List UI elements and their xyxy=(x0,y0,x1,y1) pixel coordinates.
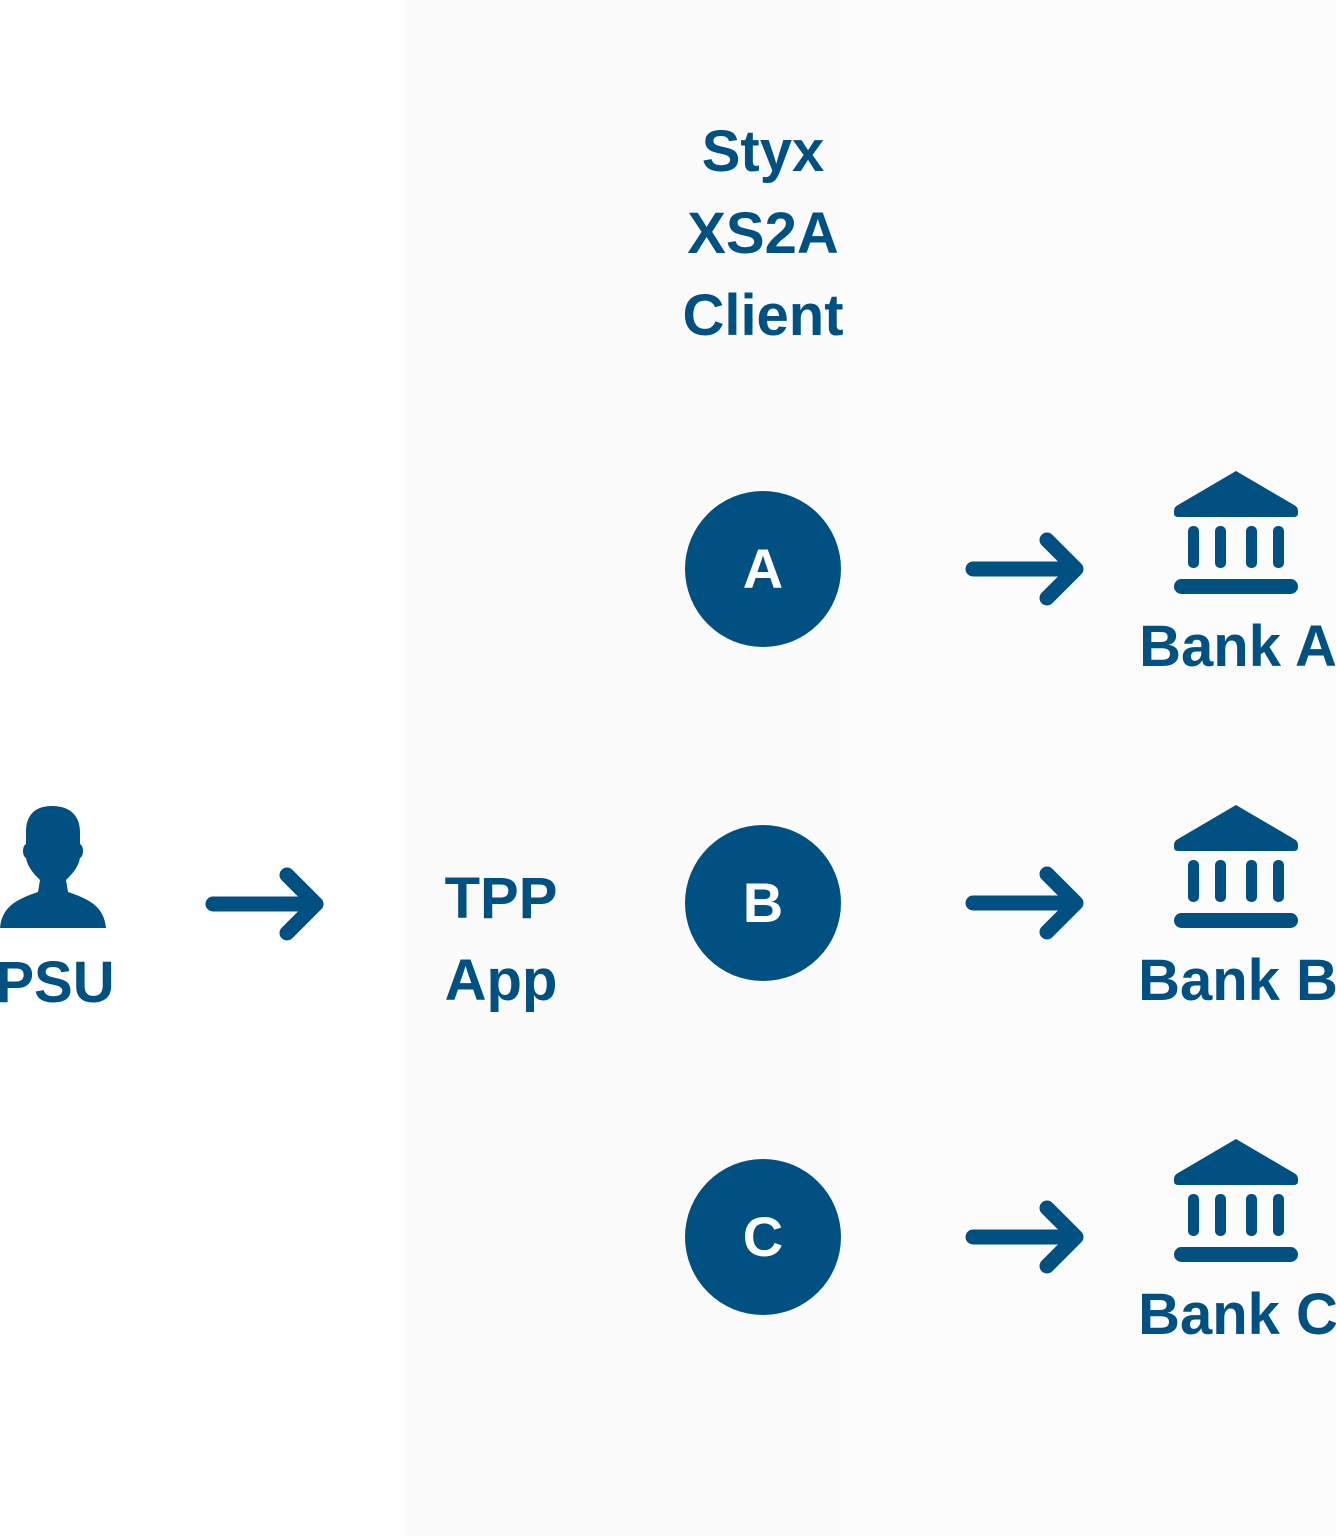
bank-c-label: Bank C xyxy=(1138,1282,1336,1347)
bank-icon xyxy=(1174,1139,1298,1262)
connector-circle-b: B xyxy=(685,825,841,981)
title-line: Client xyxy=(682,283,844,348)
bank-icon xyxy=(1174,805,1298,928)
arrow-right-icon xyxy=(965,1200,1084,1274)
tpp-app-label: TPP App xyxy=(381,858,621,1022)
psu-label: PSU xyxy=(0,950,115,1015)
bank-a-label: Bank A xyxy=(1139,614,1336,679)
connector-circle-c: C xyxy=(685,1159,841,1315)
bank-icon xyxy=(1174,471,1298,594)
styx-xs2a-client-title: Styx XS2A Client xyxy=(613,111,913,357)
background-column xyxy=(842,0,1336,1536)
connector-circle-a: A xyxy=(685,491,841,647)
title-line: Styx xyxy=(701,119,825,184)
tpp-line: App xyxy=(444,948,558,1013)
bank-b-label: Bank B xyxy=(1138,948,1336,1013)
person-icon xyxy=(0,806,106,928)
arrow-right-icon xyxy=(965,866,1084,940)
arrow-right-icon xyxy=(965,532,1084,606)
title-line: XS2A xyxy=(687,201,839,266)
arrow-right-icon xyxy=(205,867,324,941)
tpp-line: TPP xyxy=(444,866,558,931)
